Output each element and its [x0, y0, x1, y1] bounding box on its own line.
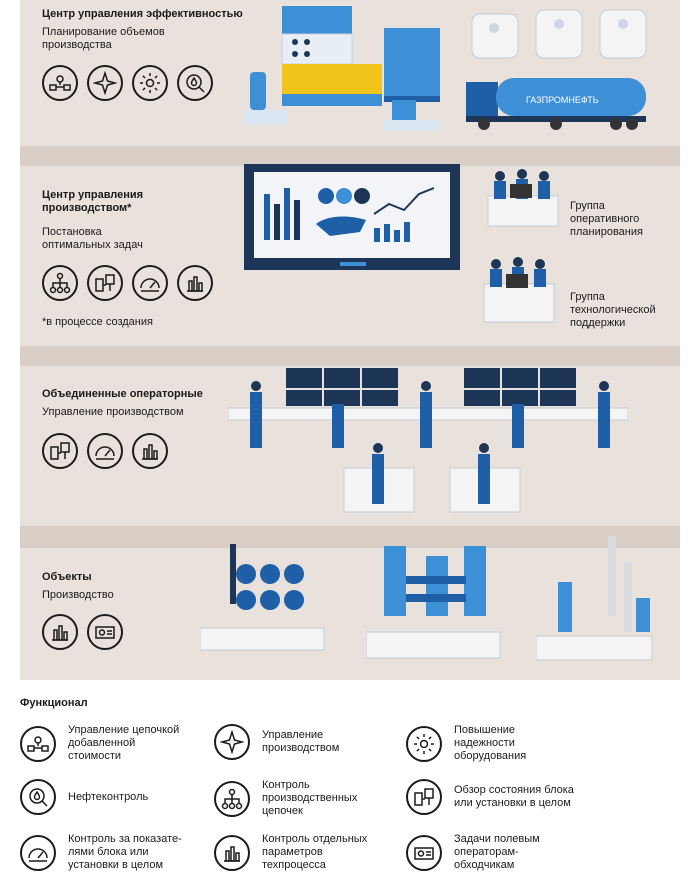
gear-icon [406, 725, 442, 762]
legend-label: Задачи полевым операторам-обходчикам [454, 833, 540, 871]
level-icons-operator-rooms [42, 433, 168, 469]
legend-item-compass: Управление производством [214, 724, 362, 760]
bar-chart-icon [214, 834, 250, 871]
value-chain-icon [42, 65, 78, 101]
value-chain-icon [20, 725, 56, 762]
legend-item-gauge: Контроль за показате-лями блока или уста… [20, 833, 198, 872]
level-subtitle-operator-rooms: Управление производством [42, 406, 184, 418]
refinery-unit-3-illustration [536, 536, 653, 661]
legend-label: Контроль отдельных параметров техпроцесс… [262, 833, 368, 871]
legend-title: Функционал [20, 697, 88, 709]
legend-item-oil-drop: Нефтеконтроль [20, 779, 188, 815]
level-band-floor-2 [20, 346, 680, 366]
unit-status-icon [87, 265, 123, 301]
legend-item-unit-status: Обзор состояния блока или установки в це… [406, 779, 574, 815]
storage-tanks-illustration [471, 9, 647, 59]
level-title-production-center: Центр управления производством* [42, 189, 144, 214]
gauge-icon [20, 834, 56, 871]
gear-icon [132, 65, 168, 101]
legend-item-operator-tasks: Задачи полевым операторам-обходчикам [406, 833, 564, 872]
refinery-unit-1-illustration [200, 544, 325, 651]
legend-label: Обзор состояния блока или установки в це… [454, 784, 574, 809]
level-icons-production-center [42, 265, 213, 301]
legend-label: Управление производством [262, 729, 340, 754]
gauge-icon [132, 265, 168, 301]
legend-item-network: Контроль производственных цепочек [214, 779, 382, 818]
unit-status-icon [406, 779, 442, 815]
planning-group-illustration [487, 169, 559, 227]
level-band-floor-3 [20, 526, 680, 548]
legend-item-bar-chart: Контроль отдельных параметров техпроцесс… [214, 833, 382, 872]
oil-drop-icon [20, 779, 56, 815]
fuel-truck-illustration: ГАЗПРОМНЕФТЬ [466, 78, 646, 130]
legend-label: Повышение надежности оборудования [454, 724, 527, 762]
legend-label: Управление цепочкой добавленной стоимост… [68, 724, 180, 762]
bar-chart-icon [132, 433, 168, 469]
unit-status-icon [42, 433, 78, 469]
brand-logo: ГАЗПРОМНЕФТЬ [526, 95, 599, 105]
bar-chart-icon [42, 614, 78, 650]
legend-label: Контроль за показате-лями блока или уста… [68, 833, 182, 871]
level-subtitle-objects: Производство [42, 589, 114, 601]
group-label-tech-support: Группа технологической поддержки [570, 291, 656, 329]
level-icons-objects [42, 614, 123, 650]
operator-tasks-icon [87, 614, 123, 650]
gauge-icon [87, 433, 123, 469]
operator-tasks-icon [406, 834, 442, 871]
compass-icon [214, 724, 250, 760]
legend-item-gear: Повышение надежности оборудования [406, 724, 554, 763]
oil-drop-icon [177, 65, 213, 101]
level-title-operator-rooms: Объединенные операторные [42, 388, 203, 400]
refinery-unit-2-illustration [366, 546, 501, 659]
bar-chart-icon [177, 265, 213, 301]
level-band-floor-1 [20, 146, 680, 166]
tech-support-group-illustration [483, 257, 555, 323]
level-title-efficiency: Центр управления эффективностью [42, 8, 243, 20]
network-icon [214, 780, 250, 817]
level-icons-efficiency [42, 65, 213, 101]
compass-icon [87, 65, 123, 101]
big-screen-illustration [244, 164, 460, 270]
legend-label: Нефтеконтроль [68, 790, 149, 803]
legend-item-value-chain: Управление цепочкой добавленной стоимост… [20, 724, 188, 763]
network-icon [42, 265, 78, 301]
level-subtitle-production-center: Постановка оптимальных задач [42, 226, 143, 251]
legend-label: Контроль производственных цепочек [262, 779, 358, 817]
level-note-production-center: *в процессе создания [42, 316, 153, 328]
level-subtitle-efficiency: Планирование объемов производства [42, 26, 165, 51]
operator-room-illustration [228, 368, 628, 513]
level-title-objects: Объекты [42, 571, 92, 583]
gas-station-illustration [244, 6, 440, 130]
group-label-operational: Группа оперативного планирования [570, 200, 643, 238]
